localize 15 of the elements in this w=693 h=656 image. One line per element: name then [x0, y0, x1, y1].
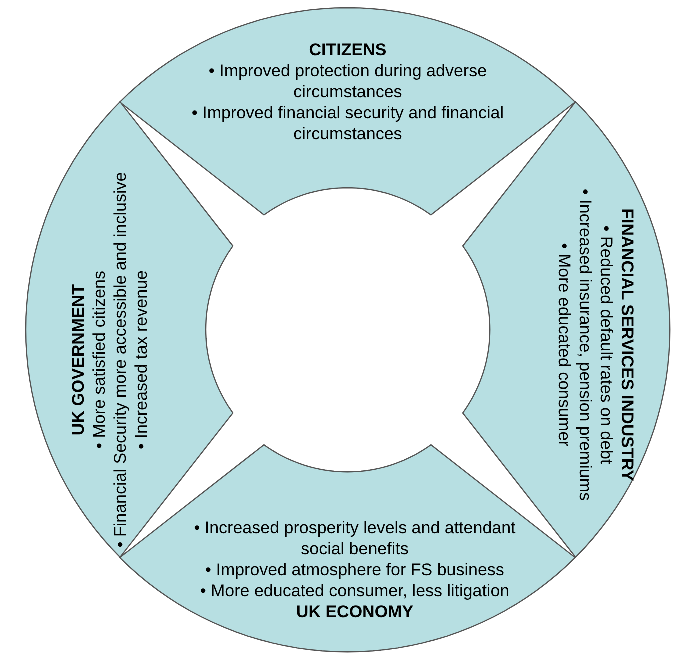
bullet-point: • Improved atmosphere for FS business: [204, 559, 506, 580]
segment-heading: CITIZENS: [309, 40, 387, 60]
bullet-point: • Increased insurance, pension premiums: [574, 188, 596, 504]
bullet-point: • Increased tax revenue: [131, 270, 152, 452]
bullet-point: • Increased prosperity levels and attendant social benefits: [193, 517, 517, 560]
segment-heading: UK ECONOMY: [296, 601, 414, 622]
bullet-point: • Reduced default rates on debt: [596, 224, 617, 466]
bullet-point: • Improved financial security and financial circumstances: [190, 102, 506, 144]
segment-heading: UK GOVERNMENT: [68, 284, 89, 436]
segment-heading: FINANCIAL SERVICES INDUSTRY: [616, 208, 638, 482]
bullet-point: • More educated consumer, less litigation: [199, 580, 511, 602]
bullet-point: • Financial Security more accessible and inclusive: [110, 171, 131, 550]
bullet-point: • More educated consumer: [554, 242, 575, 449]
bullet-point: • More satisfied citizens: [89, 270, 110, 451]
bullet-point: • Improved protection during adverse circumstances: [208, 60, 488, 102]
